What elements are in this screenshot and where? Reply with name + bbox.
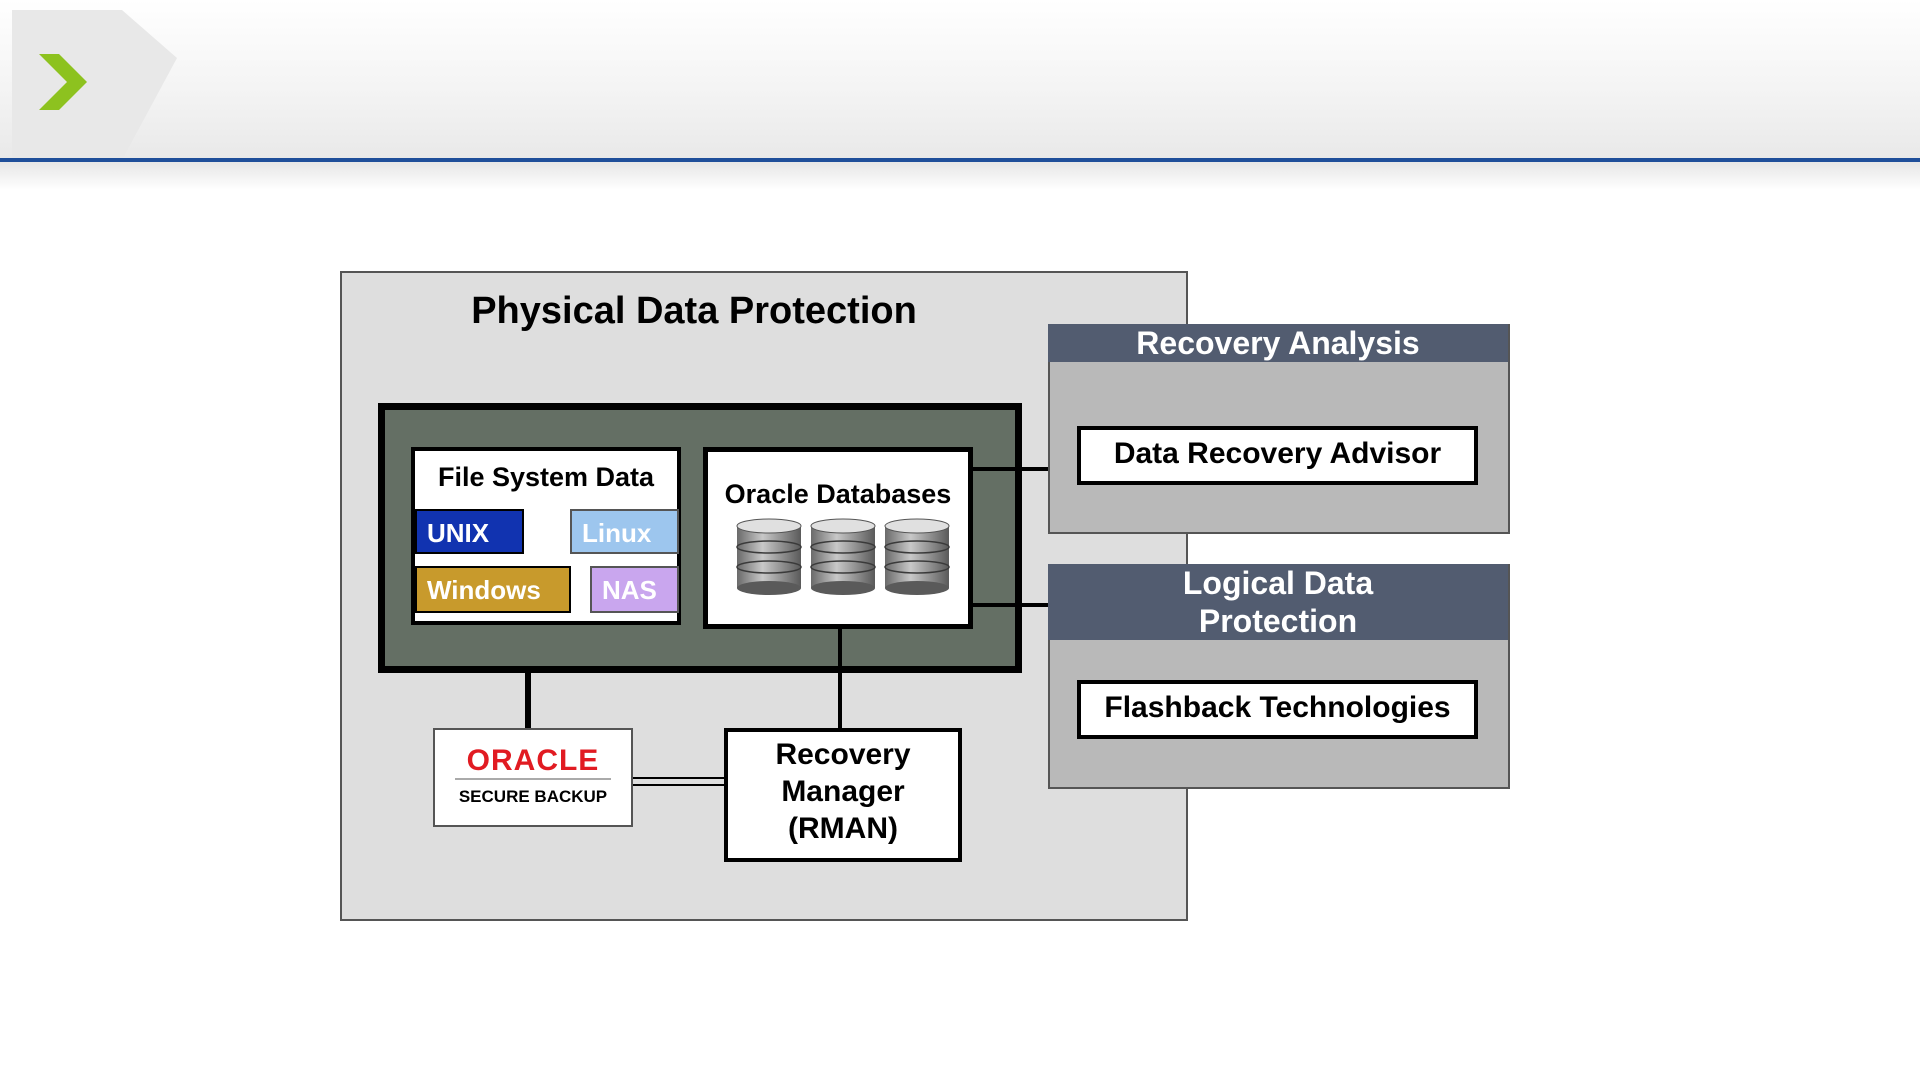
rman-label-line1: Recovery bbox=[724, 736, 962, 773]
nas-tag: NAS bbox=[590, 566, 679, 613]
oracle-databases-title: Oracle Databases bbox=[703, 479, 973, 510]
flashback-technologies-label: Flashback Technologies bbox=[1077, 680, 1478, 736]
unix-tag: UNIX bbox=[415, 509, 524, 554]
rman-label-line3: (RMAN) bbox=[724, 810, 962, 847]
chevron-right-icon bbox=[35, 52, 95, 112]
oracle-logo-text: ORACLE bbox=[433, 744, 633, 778]
logical-title-line1: Logical Data bbox=[1048, 564, 1508, 602]
windows-tag: Windows bbox=[415, 566, 571, 613]
linux-tag: Linux bbox=[570, 509, 679, 554]
logo-divider bbox=[455, 778, 611, 780]
database-icon bbox=[811, 519, 875, 595]
rman-label-line2: Manager bbox=[724, 773, 962, 810]
data-recovery-advisor-label: Data Recovery Advisor bbox=[1077, 426, 1478, 482]
database-icon bbox=[737, 519, 801, 595]
file-system-data-title: File System Data bbox=[411, 462, 681, 493]
database-icons bbox=[733, 518, 953, 596]
header-band bbox=[0, 0, 1920, 158]
database-icon bbox=[885, 519, 949, 595]
logical-title-line2: Protection bbox=[1048, 602, 1508, 640]
physical-data-protection-title: Physical Data Protection bbox=[340, 290, 1048, 333]
header-shadow bbox=[0, 162, 1920, 190]
logical-data-protection-title: Logical Data Protection bbox=[1048, 564, 1508, 640]
rman-label: Recovery Manager (RMAN) bbox=[724, 736, 962, 847]
recovery-analysis-title: Recovery Analysis bbox=[1048, 324, 1508, 362]
secure-backup-text: SECURE BACKUP bbox=[433, 787, 633, 807]
